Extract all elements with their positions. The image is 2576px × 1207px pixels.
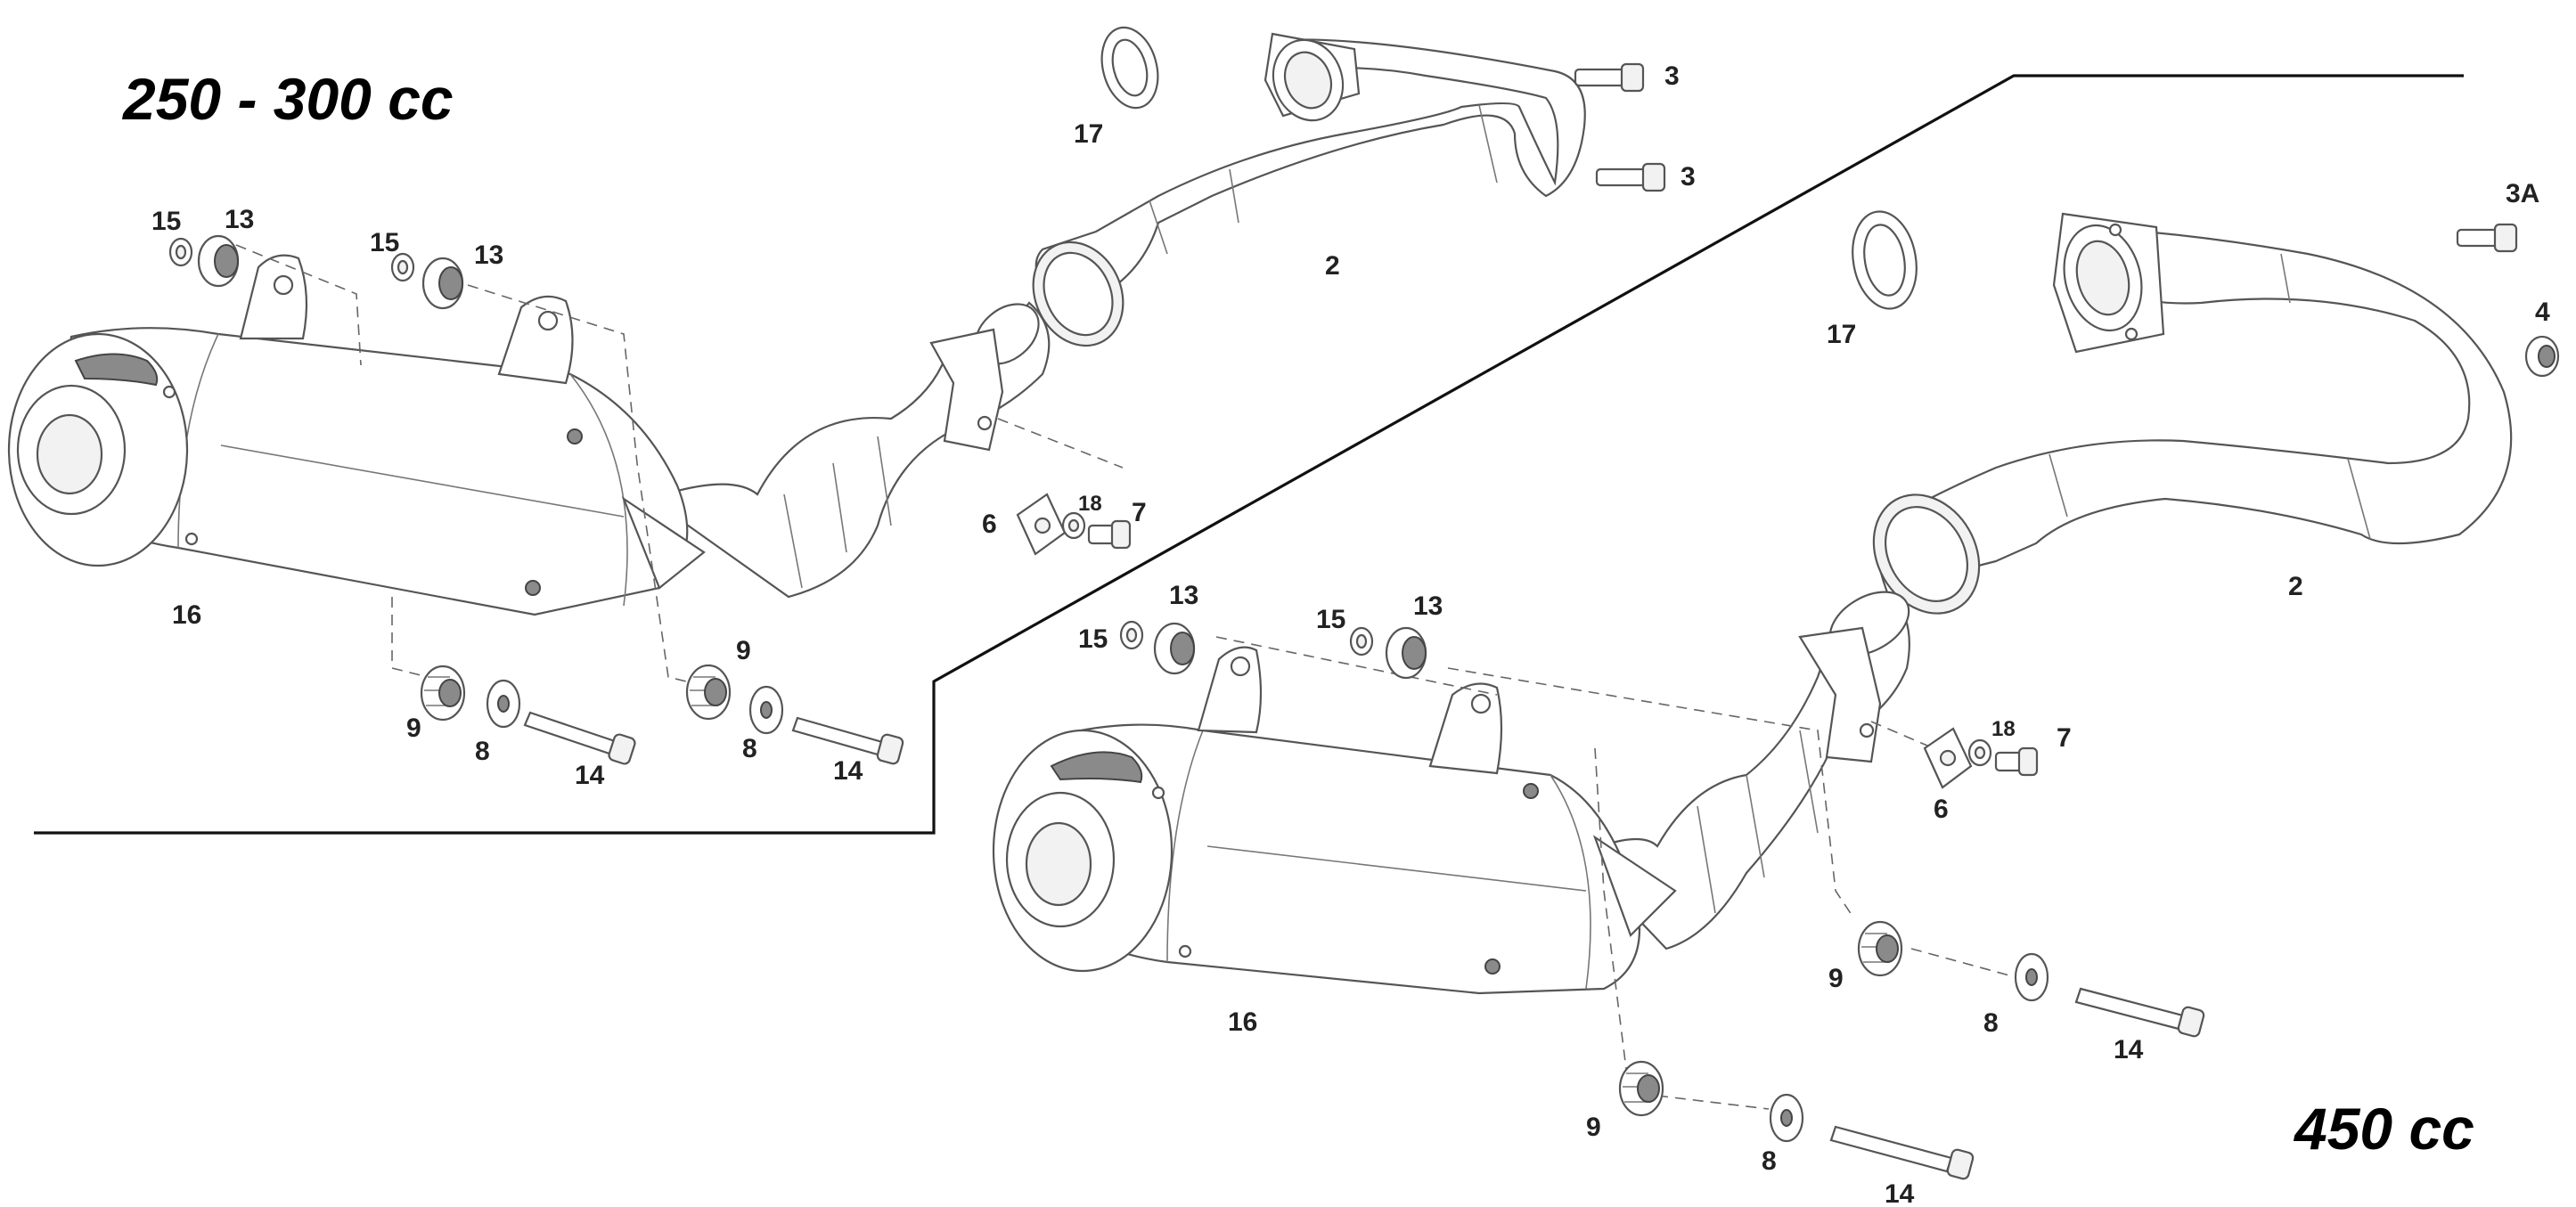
gasket-ring bbox=[1852, 210, 1918, 310]
washer-right bbox=[748, 685, 784, 735]
pipe-clamp bbox=[1016, 493, 1067, 556]
flange-screw bbox=[2456, 223, 2518, 253]
grommet-large-right bbox=[1385, 626, 1427, 680]
washer-left bbox=[486, 679, 521, 729]
label-washer-left: 8 bbox=[475, 737, 490, 766]
bolt-left bbox=[523, 711, 636, 765]
label-clamp: 6 bbox=[1934, 795, 1949, 824]
dash-lower-washer bbox=[1656, 1095, 1770, 1110]
label-clamp-washer: 18 bbox=[1991, 717, 2016, 741]
grommet-large-left bbox=[197, 234, 240, 288]
section-divider bbox=[34, 74, 2464, 835]
label-screw-upper: 3 bbox=[1664, 61, 1680, 91]
label-rubber-lower: 9 bbox=[1586, 1113, 1601, 1142]
clamp-washer bbox=[1061, 511, 1086, 540]
flange-screw-upper bbox=[1574, 62, 1645, 93]
label-muffler: 16 bbox=[1228, 1007, 1257, 1037]
title-450cc: 450 cc bbox=[2293, 1096, 2474, 1162]
bolt-lower bbox=[1829, 1125, 1975, 1180]
pipe-clamp bbox=[1923, 727, 1973, 789]
label-washer-right: 8 bbox=[742, 734, 757, 763]
label-clamp-screw: 7 bbox=[1132, 498, 1147, 527]
label-rubber-left: 9 bbox=[406, 714, 421, 743]
dash-mount-right bbox=[1447, 667, 1854, 918]
rubber-mount-left bbox=[420, 665, 466, 722]
muffler bbox=[992, 646, 1677, 995]
link-pipe bbox=[648, 301, 1051, 599]
label-header-pipe: 2 bbox=[1325, 251, 1340, 281]
washer-lower bbox=[1769, 1093, 1804, 1143]
grommet-small-left bbox=[168, 237, 193, 267]
label-header-pipe: 2 bbox=[2288, 572, 2303, 601]
rubber-mount-lower bbox=[1618, 1060, 1664, 1117]
assembly-450cc: 2 3A 4 17 16 6 18 7 15 13 15 13 9 8 14 9… bbox=[992, 179, 2560, 1207]
rubber-mount-right bbox=[685, 664, 732, 721]
clamp-screw bbox=[1994, 746, 2039, 777]
flange-nut bbox=[2524, 335, 2560, 378]
dash-mount-right bbox=[467, 284, 705, 687]
label-clamp-washer: 18 bbox=[1078, 492, 1102, 516]
header-pipe bbox=[1872, 212, 2513, 615]
label-bolt-lower: 14 bbox=[1885, 1179, 1915, 1207]
label-grommet-small-right: 15 bbox=[370, 228, 399, 257]
label-washer-upper: 8 bbox=[1983, 1008, 1999, 1038]
label-gasket: 17 bbox=[1827, 320, 1856, 349]
label-clamp: 6 bbox=[982, 510, 997, 539]
title-250-300cc: 250 - 300 cc bbox=[121, 66, 454, 132]
label-rubber-upper: 9 bbox=[1828, 964, 1844, 993]
label-bolt-left: 14 bbox=[575, 761, 605, 790]
link-pipe bbox=[1575, 591, 1910, 950]
dash-clamp bbox=[1870, 721, 1934, 749]
grommet-large-right bbox=[421, 257, 464, 310]
label-grommet-large-left: 13 bbox=[225, 205, 254, 234]
grommet-small-left bbox=[1119, 620, 1144, 650]
grommet-large-left bbox=[1153, 622, 1196, 675]
dash-mount-left bbox=[235, 244, 362, 366]
label-grommet-large-right: 13 bbox=[474, 241, 503, 270]
rubber-mount-upper bbox=[1857, 920, 1903, 977]
label-nut: 4 bbox=[2535, 298, 2550, 327]
label-rubber-right: 9 bbox=[736, 636, 751, 665]
gasket-ring bbox=[1100, 26, 1159, 110]
header-pipe bbox=[1032, 32, 1586, 347]
clamp-screw bbox=[1087, 519, 1132, 550]
bolt-upper bbox=[2074, 987, 2205, 1038]
label-muffler: 16 bbox=[172, 600, 201, 630]
label-grommet-small-left: 15 bbox=[151, 207, 181, 236]
grommet-small-right bbox=[390, 252, 415, 282]
label-clamp-screw: 7 bbox=[2057, 723, 2072, 753]
muffler bbox=[7, 254, 706, 616]
flange-screw-lower bbox=[1595, 162, 1666, 192]
label-gasket: 17 bbox=[1074, 119, 1103, 149]
label-grommet-large-left: 13 bbox=[1169, 581, 1198, 610]
label-grommet-large-right: 13 bbox=[1413, 591, 1443, 621]
dash-lower-left bbox=[391, 597, 429, 678]
label-bolt-right: 14 bbox=[833, 756, 863, 786]
bolt-right bbox=[791, 716, 904, 765]
label-screw-lower: 3 bbox=[1681, 162, 1696, 192]
label-grommet-small-left: 15 bbox=[1078, 624, 1108, 654]
label-bolt-upper: 14 bbox=[2114, 1035, 2144, 1064]
washer-upper bbox=[2014, 952, 2049, 1002]
label-washer-lower: 8 bbox=[1762, 1146, 1777, 1176]
dash-mount-left bbox=[1215, 636, 1498, 696]
grommet-small-right bbox=[1349, 626, 1374, 657]
dash-lower-mount bbox=[1594, 747, 1627, 1070]
label-grommet-small-right: 15 bbox=[1316, 605, 1345, 634]
label-screw: 3A bbox=[2506, 179, 2539, 208]
dash-clamp bbox=[997, 418, 1124, 469]
dash-upper-washer bbox=[1910, 948, 2010, 976]
assembly-250-300cc: 2 3 3 17 16 6 18 7 15 13 15 13 9 8 14 9 … bbox=[7, 26, 1696, 790]
clamp-washer bbox=[1967, 738, 1992, 767]
